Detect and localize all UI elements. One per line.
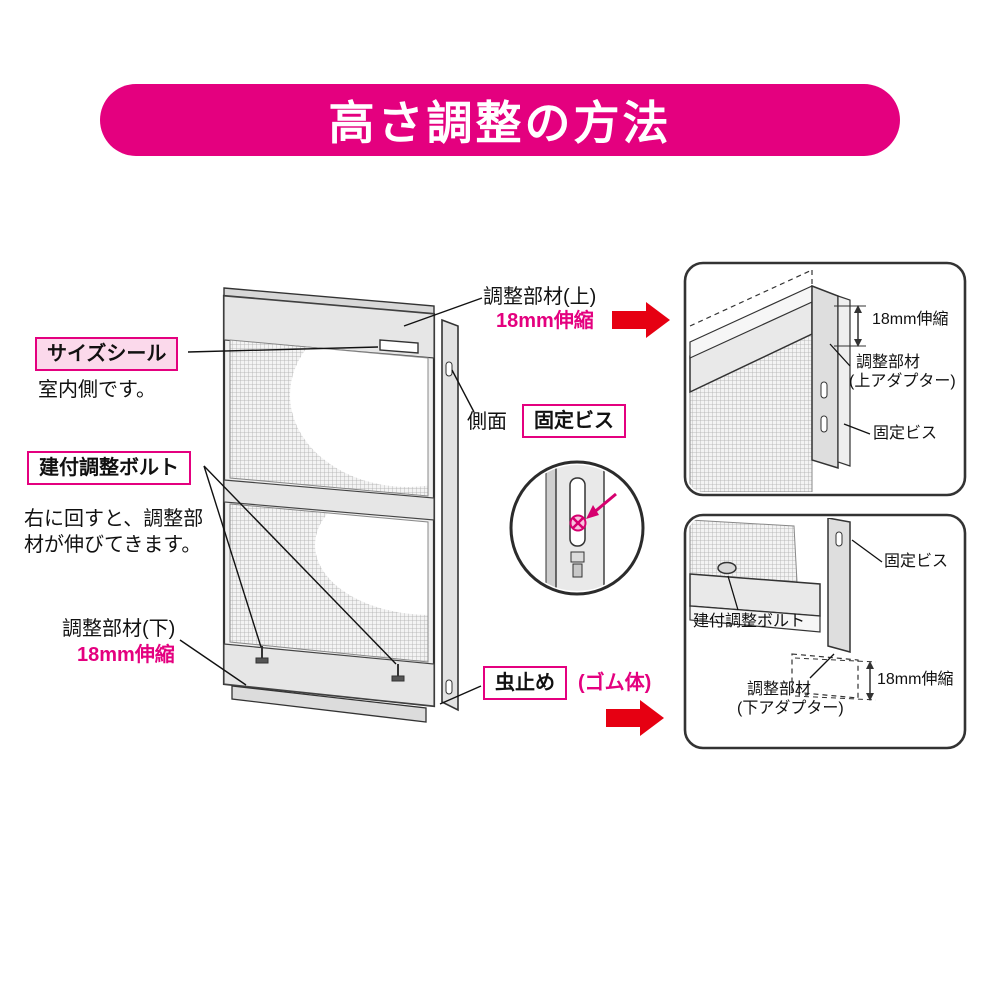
size-seal-note: 室内側です。: [38, 379, 156, 401]
bolt-head: [717, 561, 737, 575]
adjust-bolt-left: [255, 646, 269, 664]
adjust-bolt-note-line2: 材が伸びてきます。: [24, 534, 202, 556]
title-banner: 高さ調整の方法: [100, 84, 900, 156]
bottom-panel-screw-label: 固定ビス: [884, 553, 949, 570]
arrow-to-top-detail: [612, 302, 670, 338]
label-side-face: 側面: [467, 411, 507, 433]
bottom-panel-bolt-label: 建付調整ボルト: [693, 613, 806, 630]
page-title: 高さ調整の方法: [328, 97, 672, 149]
bottom-panel-member-line1: 調整部材: [747, 681, 812, 698]
insect-stop-box: 虫止め: [483, 666, 567, 700]
value-adjust-bottom-extension: 18mm伸縮: [77, 644, 175, 666]
screen-drawing: [222, 287, 459, 723]
top-panel-screw-label: 固定ビス: [873, 425, 938, 442]
detail-panel-bottom: [683, 513, 967, 750]
adjust-bolt-note-line1: 右に回すと、調整部: [24, 508, 204, 530]
adjust-bolt-box: 建付調整ボルト: [27, 451, 191, 485]
bottom-panel-extension-value: 18mm伸縮: [877, 671, 954, 688]
label-adjust-top: 調整部材(上): [483, 286, 597, 308]
leader-lines: [179, 297, 483, 705]
size-seal-sticker: [379, 339, 419, 354]
detail-panel-top: [683, 261, 967, 497]
adjust-bolt-right: [391, 664, 405, 682]
arrow-to-bottom-detail: [606, 700, 664, 736]
top-panel-extension-value: 18mm伸縮: [872, 311, 949, 328]
top-panel-member-line1: 調整部材: [856, 354, 921, 371]
top-panel-member-line2: (上アダプター): [849, 373, 956, 390]
size-seal-box: サイズシール: [35, 337, 179, 371]
value-adjust-top-extension: 18mm伸縮: [496, 310, 594, 332]
screw-detail-circle: [509, 460, 645, 596]
label-adjust-bottom: 調整部材(下): [62, 618, 176, 640]
insect-stop-note: (ゴム体): [578, 672, 652, 694]
fixing-screw-box: 固定ビス: [522, 404, 626, 438]
bottom-panel-member-line2: (下アダプター): [737, 700, 844, 717]
